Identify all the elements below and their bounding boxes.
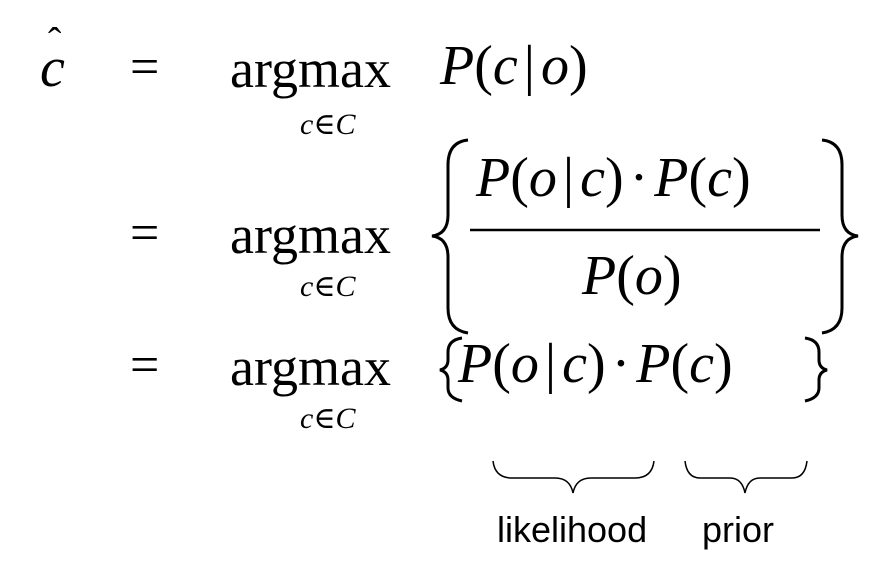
P-symbol: P xyxy=(440,35,475,97)
subscript-var: c xyxy=(300,402,314,435)
subscript-set: C xyxy=(335,402,356,435)
paren-close: ) xyxy=(568,35,588,97)
argmax-operator-2: argmax xyxy=(230,208,391,262)
paren-close: ) xyxy=(662,245,682,307)
paren-open: ( xyxy=(492,333,511,395)
subscript-elem: ∈ xyxy=(313,270,336,303)
left-curly-brace-large xyxy=(431,138,469,335)
argmax-subscript-2: c∈C xyxy=(300,272,356,302)
arg-word: arg xyxy=(230,39,298,99)
prior-label: prior xyxy=(702,509,775,550)
argmax-operator-3: argmax xyxy=(230,340,391,394)
var-c: c xyxy=(689,333,714,395)
equals-sign-3: = xyxy=(130,337,160,394)
P-symbol: P xyxy=(636,333,671,395)
paren-close: ) xyxy=(732,147,751,209)
subscript-set: C xyxy=(335,108,356,141)
equals-sign-1: = xyxy=(130,39,160,96)
max-word: max xyxy=(297,39,391,99)
right-curly-brace-small xyxy=(804,336,828,403)
var-o: o xyxy=(510,333,539,395)
var-c: c xyxy=(562,333,587,395)
paren-open: ( xyxy=(474,35,493,97)
argmax-operator-1: argmax xyxy=(230,42,391,96)
paren-close: ) xyxy=(604,147,624,209)
hat-accent: ˆ xyxy=(48,19,62,64)
left-curly-brace-small xyxy=(439,336,463,403)
var-o: o xyxy=(540,35,569,97)
paren-close: ) xyxy=(586,333,606,395)
subscript-var: c xyxy=(300,108,314,141)
paren-open: ( xyxy=(670,333,690,395)
given-bar: | xyxy=(523,35,535,97)
likelihood-prior-product: P(o|c)·P(c) xyxy=(458,336,733,392)
likelihood-label: likelihood xyxy=(497,509,648,550)
paren-close: ) xyxy=(714,333,733,395)
var-o: o xyxy=(634,245,663,307)
given-bar: | xyxy=(562,147,575,209)
given-bar: | xyxy=(544,333,557,395)
var-c: c xyxy=(492,35,518,97)
argmax-subscript-3: c∈C xyxy=(300,404,356,434)
subscript-elem: ∈ xyxy=(313,108,336,141)
P-symbol: P xyxy=(654,147,689,209)
paren-open: ( xyxy=(616,245,635,307)
subscript-elem: ∈ xyxy=(313,402,336,435)
subscript-set: C xyxy=(335,270,356,303)
lhs-c-hat: c xyxy=(40,37,65,99)
fraction-denominator: P(o) xyxy=(582,248,682,304)
var-c: c xyxy=(707,147,732,209)
arg-word: arg xyxy=(230,337,298,397)
paren-open: ( xyxy=(688,147,708,209)
right-curly-brace-large xyxy=(821,138,859,335)
dot-operator: · xyxy=(611,333,631,395)
argmax-subscript-1: c∈C xyxy=(300,110,356,140)
P-symbol: P xyxy=(476,147,511,209)
likelihood-underbrace xyxy=(492,460,655,494)
arg-word: arg xyxy=(230,205,298,265)
subscript-var: c xyxy=(300,270,314,303)
equals-sign-2: = xyxy=(130,205,160,262)
P-symbol: P xyxy=(582,245,617,307)
paren-open: ( xyxy=(510,147,529,209)
fraction-numerator: P(o|c)·P(c) xyxy=(476,150,751,206)
var-o: o xyxy=(528,147,557,209)
max-word: max xyxy=(297,337,391,397)
prior-underbrace xyxy=(684,460,808,494)
var-c: c xyxy=(580,147,605,209)
P-symbol: P xyxy=(458,333,493,395)
dot-operator: · xyxy=(629,147,649,209)
posterior-expression: P(c|o) xyxy=(440,38,588,94)
max-word: max xyxy=(297,205,391,265)
